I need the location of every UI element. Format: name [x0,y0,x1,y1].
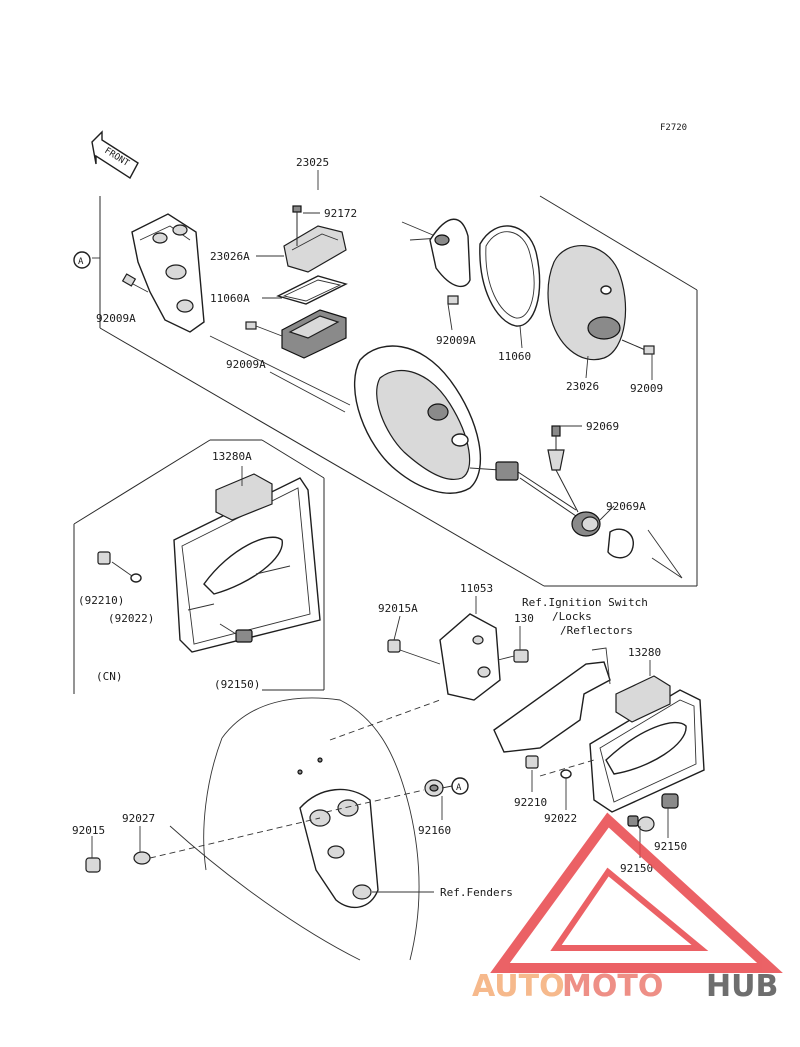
callout-11053: 11053 [460,582,493,595]
callout-11060A: 11060A [210,292,250,305]
bolt-icon-130 [497,649,529,663]
bolt-icon-2 [627,793,679,832]
lamp-base [281,309,347,359]
watermark-auto: AUTO [472,969,565,1004]
ref-locks: /Locks [552,610,592,623]
front-arrow-icon: FRONT [91,130,139,180]
callout-92027: 92027 [122,812,155,825]
cn-subframe [73,439,325,694]
callout-92210: 92210 [514,796,547,809]
bulb-socket [547,425,601,537]
callout-23026A: 23026A [210,250,250,263]
callout-92160: 92160 [418,824,451,837]
watermark-moto: MOTO [562,969,663,1004]
callout-92069A: 92069A [606,500,646,513]
license-plate-bracket [589,675,705,813]
leader-lines [91,170,669,893]
figure-code: F2720 [660,123,687,133]
callout-23026: 23026 [566,380,599,393]
callout-92069: 92069 [586,420,619,433]
screw-icon-2 [245,321,283,337]
lens-bracket [429,218,471,288]
wiring-connector [469,461,577,517]
callout-92172: 92172 [324,207,357,220]
callout-13280A: 13280A [212,450,252,463]
rear-fender [169,697,420,961]
callout-92009A-mid: 92009A [226,358,266,371]
callout-11060: 11060 [498,350,531,363]
nut-icon-cn [97,551,142,583]
nut-icon [387,639,441,665]
callout-92009A-right: 92009A [436,334,476,347]
tail-lens [547,245,627,361]
callout-92150-b: 92150 [620,862,653,875]
callout-130: 130 [514,612,534,625]
callout-13280: 13280 [628,646,661,659]
nut-icon-3 [85,851,151,873]
callout-92015: 92015 [72,824,105,837]
screw-icon-3 [621,339,655,355]
license-plate-bracket-cn [173,473,321,653]
bulb-icon [607,528,634,559]
screw-icon [292,205,302,246]
nut-icon-2 [525,755,572,779]
watermark-text: AUTO MOTO HUB [472,969,778,1004]
callout-cn: (CN) [96,670,123,683]
watermark-hub: HUB [706,969,778,1004]
marker-a-top: A [73,251,91,269]
reflector-bracket [493,647,611,753]
callout-23025: 23025 [296,156,329,169]
tail-light-housing [353,345,482,494]
dashed-lines [149,699,595,859]
screw-icon-4 [447,295,459,305]
lens-cover [283,225,347,273]
callout-92009A-left: 92009A [96,312,136,325]
callout-92150-cn: (92150) [214,678,260,691]
callout-92022-cn: (92022) [108,612,154,625]
ref-reflectors: /Reflectors [560,624,633,637]
gasket [276,275,348,305]
callout-92009: 92009 [630,382,663,395]
bolt-icon [121,273,149,293]
bolt-icon-cn [219,623,253,643]
plate-bracket [439,613,501,701]
callout-92150-a: 92150 [654,840,687,853]
marker-a-bottom-label: A [456,783,462,793]
callout-92210-cn: (92210) [78,594,124,607]
lens-gasket [479,225,541,327]
watermark-logo [490,812,783,973]
callout-92022: 92022 [544,812,577,825]
marker-a-top-label: A [78,257,84,267]
mounting-bracket [131,213,205,333]
fender-mount-nut [424,779,444,797]
ref-ignition-switch: Ref.Ignition Switch [522,596,648,609]
callout-92015A: 92015A [378,602,418,615]
marker-a-bottom: A [451,777,469,795]
ref-fenders: Ref.Fenders [440,886,513,899]
